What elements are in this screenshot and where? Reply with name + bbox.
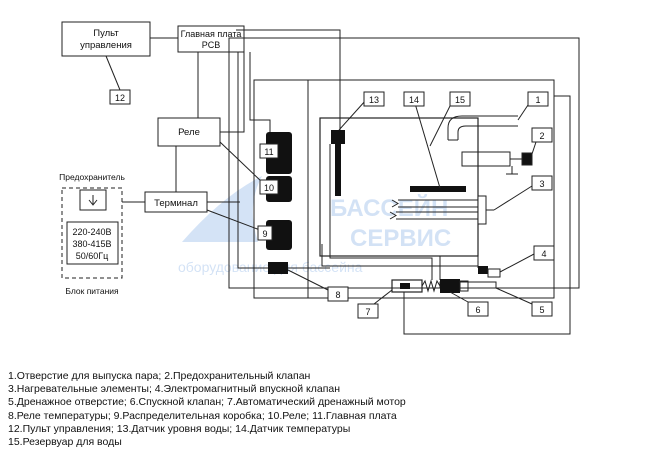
power-unit-box [61, 187, 123, 279]
legend: 1.Отверстие для выпуска пара; 2.Предохра… [8, 370, 638, 449]
watermark: БАССЕЙН СЕРВИС оборудование для бассейна [178, 176, 451, 275]
callout-14: 14 [409, 95, 419, 105]
main-board-box [177, 25, 245, 53]
drain-valve-assembly [391, 279, 469, 293]
temperature-sensor [410, 186, 466, 192]
callout-5: 5 [539, 305, 544, 315]
callout-7: 7 [365, 307, 370, 317]
wiring [122, 29, 571, 335]
control-panel-label-2: управления [80, 40, 132, 51]
callout-2: 2 [539, 131, 544, 141]
temperature-relay-component [268, 262, 288, 274]
fuse-arrow-icon [88, 195, 98, 206]
safety-valve [461, 151, 533, 175]
water-tank [319, 117, 479, 257]
fuse-box [79, 189, 107, 211]
heating-elements [389, 195, 494, 225]
steam-outlet-pipe [447, 115, 518, 141]
relay-label: Реле [178, 127, 200, 138]
terminal-label: Терминал [154, 198, 198, 209]
callout-4: 4 [541, 249, 546, 259]
callout-13: 13 [369, 95, 379, 105]
legend-line-2: 3.Нагревательные элементы; 4.Электромагн… [8, 383, 341, 396]
main-board-component [266, 132, 292, 174]
main-board-label-2: PCB [202, 40, 221, 50]
callout-12: 12 [115, 93, 125, 103]
callout-1: 1 [535, 95, 540, 105]
callout-6: 6 [475, 305, 480, 315]
callout-9: 9 [262, 229, 267, 239]
callout-boxes [109, 89, 555, 319]
watermark-logo-icon [182, 176, 262, 242]
callout-labels: 1 2 3 4 5 6 7 8 9 10 11 12 13 14 15 [115, 93, 547, 317]
block-labels: Пульт управления Главная плата PCB Реле … [59, 28, 241, 296]
power-value-3: 50/60Гц [76, 251, 109, 261]
main-board-label-1: Главная плата [181, 29, 242, 39]
legend-line-3: 5.Дренажное отверстие; 6.Спускной клапан… [8, 396, 406, 409]
water-pipes [321, 244, 479, 280]
legend-line-6: 15.Резервуар для воды [8, 436, 122, 449]
callout-10: 10 [264, 183, 274, 193]
fuse-label: Предохранитель [59, 172, 125, 182]
power-value-1: 220-240В [72, 227, 111, 237]
legend-line-5: 12.Пульт управления; 13.Датчик уровня во… [8, 422, 351, 435]
watermark-line-1: БАССЕЙН [330, 194, 448, 222]
control-panel-label-1: Пульт [93, 28, 119, 39]
callout-8: 8 [335, 290, 340, 300]
callout-15: 15 [455, 95, 465, 105]
power-value-2: 380-415В [72, 239, 111, 249]
power-values-box [66, 221, 119, 265]
solenoid-inlet-valve [478, 266, 501, 278]
water-level-sensor [329, 130, 345, 244]
watermark-line-2: СЕРВИС [350, 225, 451, 252]
callout-3: 3 [539, 179, 544, 189]
power-unit-label: Блок питания [65, 286, 119, 296]
callout-11: 11 [264, 147, 273, 157]
legend-line-4: 8.Реле температуры; 9.Распределительная … [8, 409, 397, 422]
leader-lines [105, 55, 537, 305]
legend-line-1: 1.Отверстие для выпуска пара; 2.Предохра… [8, 370, 311, 382]
